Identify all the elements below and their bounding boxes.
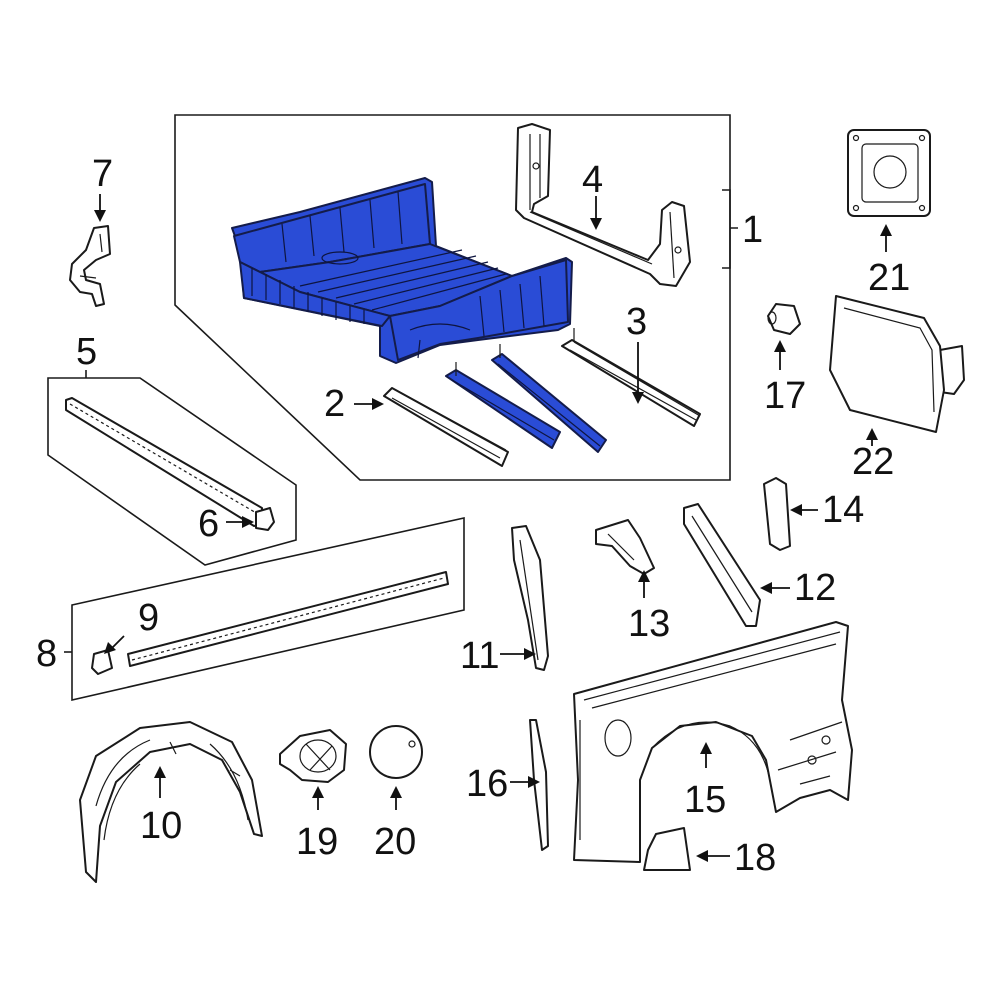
callout-7: 7: [92, 153, 113, 195]
callout-9: 9: [138, 597, 159, 639]
plate-part-21: [847, 129, 931, 217]
hook-part-7: [69, 225, 111, 307]
clip-part-6: [255, 507, 275, 531]
callout-13: 13: [628, 603, 670, 645]
callout-16: 16: [466, 763, 508, 805]
bracket-part-13: [595, 519, 655, 575]
sill-part-3: [561, 328, 701, 427]
callout-3: 3: [626, 301, 647, 343]
callout-18: 18: [734, 837, 776, 879]
callout-labels: 1 2 3 4 5 6 7 8 9 10 11 12 13 14 15 16 1…: [36, 153, 910, 879]
leader-lines: [94, 194, 892, 862]
group-box-8: [71, 517, 465, 702]
quarter-panel-part-15: [573, 621, 853, 863]
callout-10: 10: [140, 805, 182, 847]
wheelhouse-liner-part-10: [79, 721, 263, 883]
callout-6: 6: [198, 503, 219, 545]
callout-4: 4: [582, 159, 603, 201]
rear-frame-part-4: [515, 123, 691, 287]
group-box-1-bracket: [722, 189, 738, 269]
long-rail-part-8: [127, 571, 449, 667]
callout-17: 17: [764, 375, 806, 417]
group-box-1: [174, 114, 731, 481]
callout-19: 19: [296, 821, 338, 863]
callout-12: 12: [794, 567, 836, 609]
callout-8: 8: [36, 633, 57, 675]
callout-22: 22: [852, 441, 894, 483]
pickup-box-assembly: [231, 177, 573, 364]
lamp-part-22: [829, 295, 965, 433]
crossmember-outline-part-2: [383, 387, 509, 467]
cap-part-14: [763, 477, 791, 551]
grommet-part-17: [767, 303, 801, 335]
group-box-5: [47, 377, 297, 566]
inner-pillar-part-12: [683, 503, 761, 627]
crossmembers-blue-part-2: [445, 344, 607, 453]
callout-11: 11: [460, 635, 499, 677]
rail-part-5: [65, 397, 263, 527]
callout-2: 2: [324, 383, 345, 425]
callout-20: 20: [374, 821, 416, 863]
callout-21: 21: [868, 257, 910, 299]
callout-15: 15: [684, 779, 726, 821]
pillar-part-11: [511, 525, 549, 671]
callout-14: 14: [822, 489, 864, 531]
fuel-door-part-20: [369, 725, 423, 779]
callout-5: 5: [76, 331, 97, 373]
shield-part-18: [643, 827, 691, 871]
fuel-housing-part-19: [279, 729, 347, 783]
end-cap-part-9: [91, 649, 113, 675]
callout-1: 1: [742, 209, 763, 251]
